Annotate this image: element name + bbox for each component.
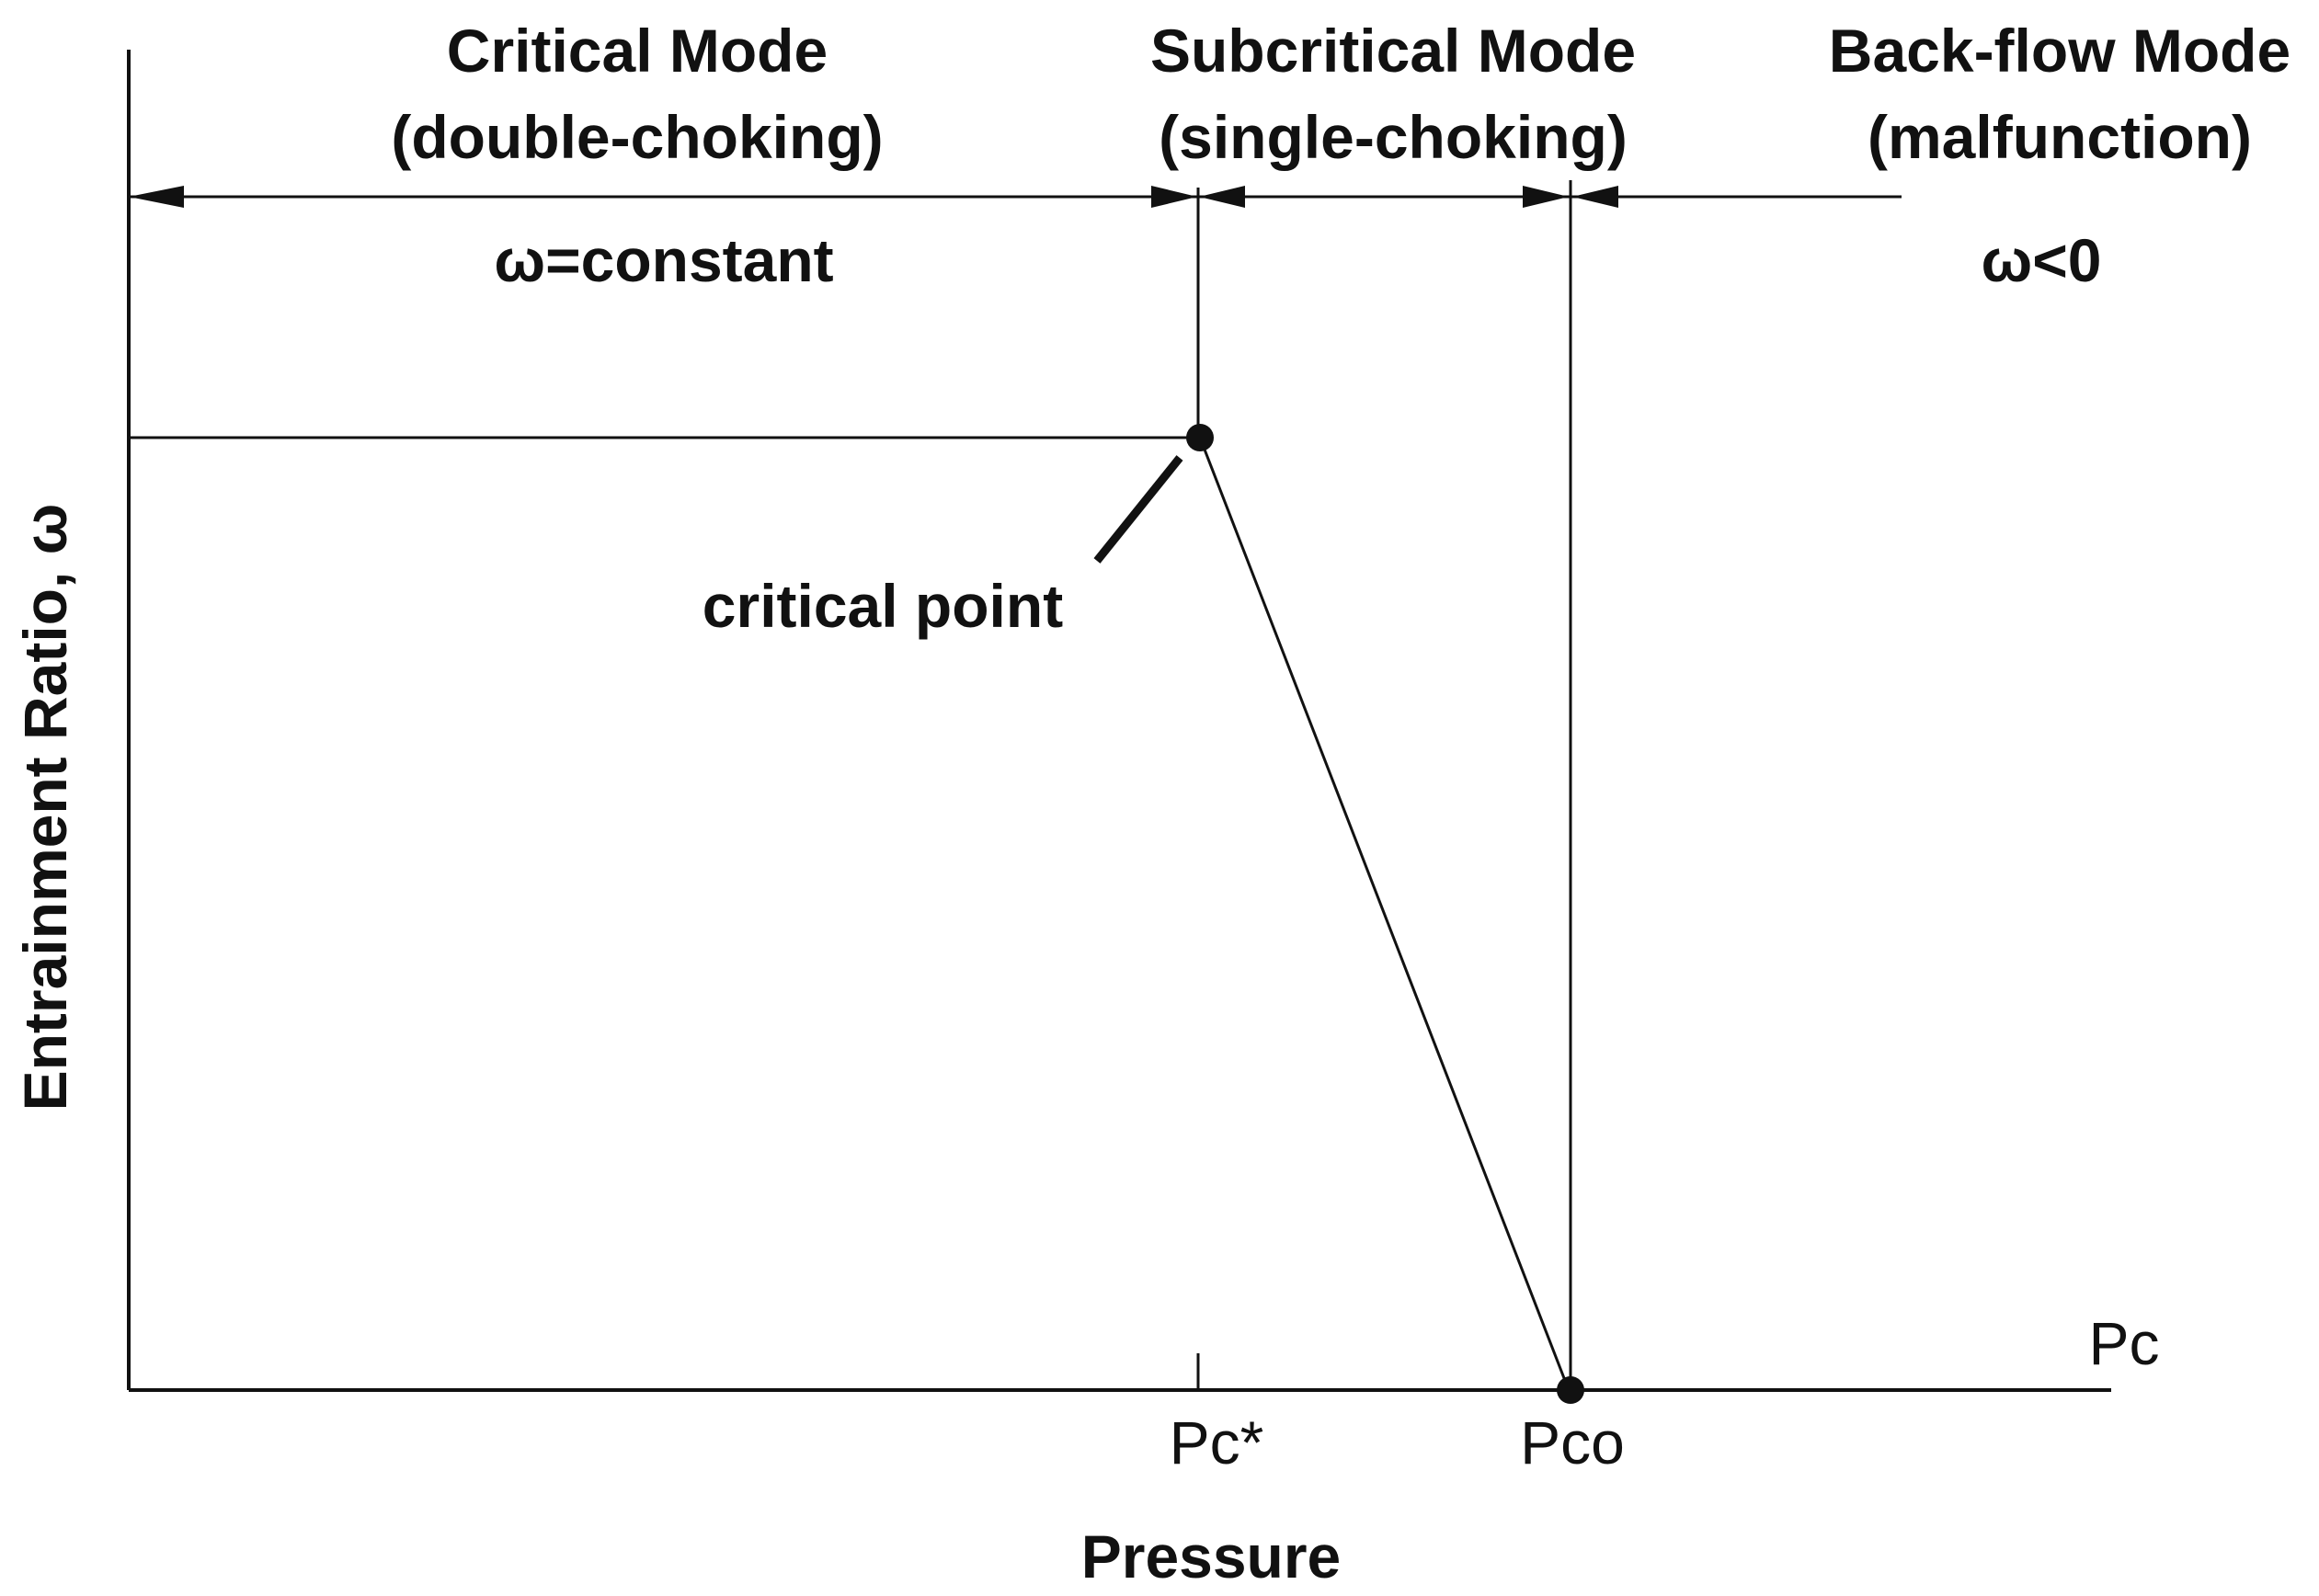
critical-point-leader-line bbox=[1093, 455, 1183, 564]
critical-point-marker bbox=[1186, 424, 1214, 451]
arrowhead-backflow-left bbox=[1572, 186, 1618, 208]
arrowhead-subcritical-right bbox=[1523, 186, 1569, 208]
backflow-mode-title: Back-flow Mode bbox=[1829, 17, 2290, 85]
critical-mode-subtitle: (double-choking) bbox=[391, 103, 883, 171]
critical-point-label: critical point bbox=[703, 572, 1063, 640]
omega-negative-note: ω<0 bbox=[1981, 226, 2101, 294]
x-axis-end-label: Pc bbox=[2088, 1309, 2159, 1377]
arrowhead-critical-left bbox=[129, 186, 184, 208]
x-tick-pc-star: Pc* bbox=[1170, 1408, 1264, 1476]
mode-region-arrows bbox=[129, 186, 1902, 208]
x-axis-title: Pressure bbox=[1081, 1522, 1342, 1590]
backflow-mode-subtitle: (malfunction) bbox=[1868, 103, 2252, 171]
arrowhead-subcritical-left bbox=[1199, 186, 1245, 208]
subcritical-mode-subtitle: (single-choking) bbox=[1159, 103, 1628, 171]
subcritical-decline-line bbox=[1198, 437, 1571, 1391]
critical-mode-title: Critical Mode bbox=[447, 17, 828, 85]
arrowhead-critical-right bbox=[1151, 186, 1197, 208]
pco-point-marker bbox=[1557, 1376, 1584, 1404]
y-axis-title: Entrainment Ratio, ω bbox=[11, 504, 79, 1112]
x-tick-pco: Pco bbox=[1520, 1408, 1625, 1476]
subcritical-mode-title: Subcritical Mode bbox=[1150, 17, 1636, 85]
omega-constant-note: ω=constant bbox=[494, 226, 833, 294]
